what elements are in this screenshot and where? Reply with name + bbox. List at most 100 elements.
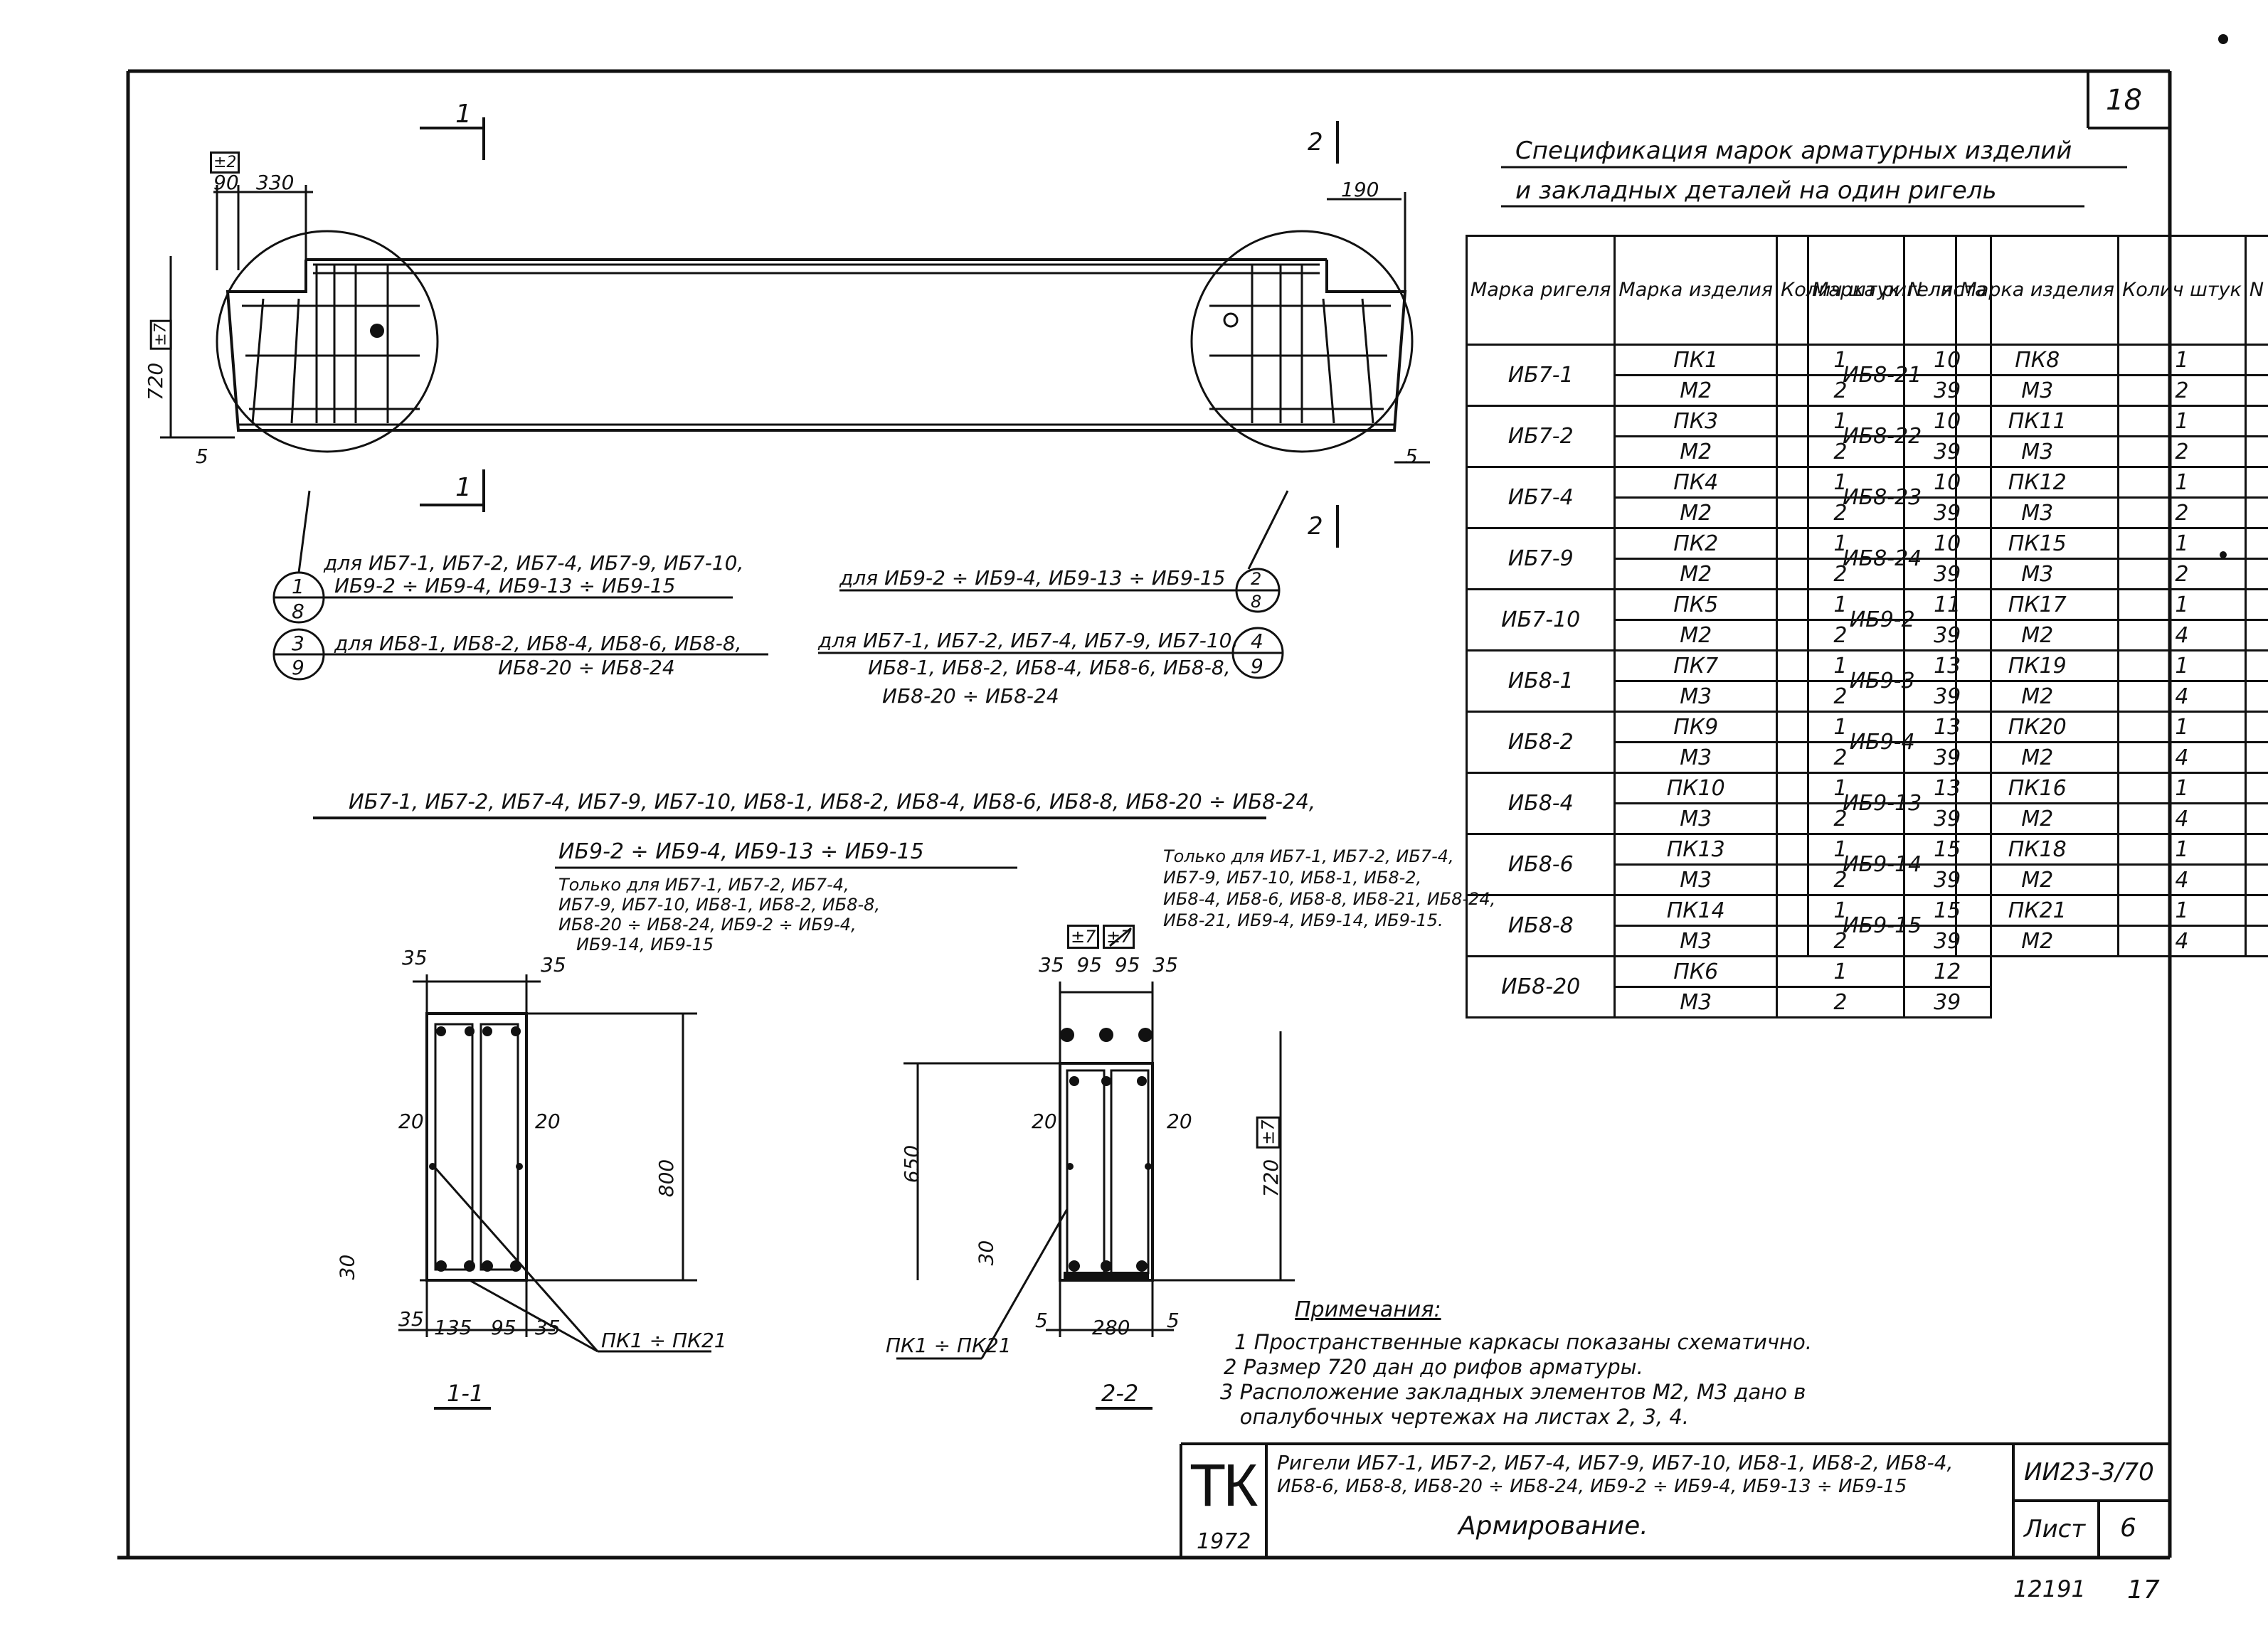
s1-note-line4: ИБ9-14, ИБ9-15 xyxy=(576,935,714,954)
item-qty-cell: 4 xyxy=(2117,741,2247,774)
callout-4-top: 4 xyxy=(1251,629,1263,653)
item-qty-cell: 2 xyxy=(1776,986,1905,1019)
item-qty-cell: 2 xyxy=(2117,496,2247,529)
item-mark-cell: М2 xyxy=(1613,558,1779,590)
dim-end-left: 5 xyxy=(196,445,208,468)
s1-note-line1: Только для ИБ7-1, ИБ7-2, ИБ7-4, xyxy=(558,875,849,895)
item-sheet-cell: 39 xyxy=(1902,986,1992,1019)
item-mark-cell: М2 xyxy=(1955,802,2120,835)
s2-dim-5a: 5 xyxy=(1035,1309,1048,1332)
title-block-logo: ТК xyxy=(1189,1452,1258,1519)
item-sheet-cell: 18 xyxy=(2244,894,2268,927)
callout-3-text2: ИБ8-20 ÷ ИБ8-24 xyxy=(498,656,675,679)
title-block-desc-3: Армирование. xyxy=(1458,1511,1648,1541)
item-sheet-cell: 15 xyxy=(2244,527,2268,560)
item-sheet-cell: 39 xyxy=(2244,496,2268,529)
spec-table-right-wrap: Марка ригеля Марка изделия Колич штук N … xyxy=(1806,235,2268,957)
callout-1-top: 1 xyxy=(292,575,304,598)
item-mark-cell: ПК17 xyxy=(1955,588,2120,621)
s2-dim-20a: 20 xyxy=(1032,1110,1057,1133)
dim-box-2: ±2 xyxy=(210,151,240,174)
rigel-mark-cell: ИБ8-20 xyxy=(1465,955,1616,1019)
s2-dim-280: 280 xyxy=(1092,1316,1130,1339)
item-mark-cell: М3 xyxy=(1613,986,1779,1019)
s2-note-line4: ИБ8-21, ИБ9-4, ИБ9-14, ИБ9-15. xyxy=(1163,910,1443,930)
item-sheet-cell: 14 xyxy=(2244,405,2268,437)
rigel-mark-cell: ИБ7-2 xyxy=(1465,405,1616,468)
s2-section-label: 2-2 xyxy=(1101,1380,1139,1407)
title-block-desc-1: Ригели ИБ7-1, ИБ7-2, ИБ7-4, ИБ7-9, ИБ7-1… xyxy=(1277,1451,1954,1474)
rigel-mark-cell: ИБ9-3 xyxy=(1806,649,1958,713)
item-qty-cell: 4 xyxy=(2117,925,2247,957)
item-sheet-cell: 17 xyxy=(2244,833,2268,866)
callout-3-bottom: 9 xyxy=(292,656,304,679)
rigel-mark-cell: ИБ8-2 xyxy=(1465,711,1616,774)
rigel-mark-cell: ИБ9-4 xyxy=(1806,711,1958,774)
s1-leader-label: ПК1 ÷ ПК21 xyxy=(601,1329,727,1352)
spec-row: ИБ8-23ПК12115 xyxy=(1806,466,2268,529)
s2-dim-20b: 20 xyxy=(1167,1110,1192,1133)
item-mark-cell: ПК20 xyxy=(1955,711,2120,743)
item-mark-cell: М3 xyxy=(1955,435,2120,468)
spec-row: ИБ9-15ПК21118 xyxy=(1806,894,2268,957)
s2-box-3: ±7 xyxy=(1256,1116,1281,1149)
callout-2-bottom: 8 xyxy=(1251,592,1262,612)
rigel-mark-cell: ИБ8-8 xyxy=(1465,894,1616,957)
s2-box-1: ±7 xyxy=(1067,925,1100,949)
dim-top-left-b: 330 xyxy=(256,171,295,194)
spec-row: ИБ9-4ПК20117 xyxy=(1806,711,2268,774)
item-mark-cell: ПК16 xyxy=(1955,772,2120,804)
rigel-mark-cell: ИБ8-22 xyxy=(1806,405,1958,468)
s2-dim-5b: 5 xyxy=(1167,1309,1180,1332)
rigel-mark-cell: ИБ7-1 xyxy=(1465,344,1616,407)
item-qty-cell: 2 xyxy=(2117,374,2247,407)
s2-note-line2: ИБ7-9, ИБ7-10, ИБ8-1, ИБ8-2, xyxy=(1163,868,1422,888)
item-qty-cell: 1 xyxy=(2117,466,2247,499)
item-mark-cell: М2 xyxy=(1613,435,1779,468)
col-header-item: Марка изделия xyxy=(1613,235,1779,346)
item-mark-cell: М3 xyxy=(1613,925,1779,957)
item-mark-cell: ПК15 xyxy=(1955,527,2120,560)
callout-3-top: 3 xyxy=(292,632,304,655)
s1-dim-135: 135 xyxy=(434,1316,472,1339)
item-mark-cell: ПК18 xyxy=(1955,833,2120,866)
item-qty-cell: 1 xyxy=(2117,833,2247,866)
s1-dim-800: 800 xyxy=(655,1159,679,1198)
item-mark-cell: ПК2 xyxy=(1613,527,1779,560)
item-sheet-cell: 39 xyxy=(2244,802,2268,835)
rigel-mark-cell: ИБ9-15 xyxy=(1806,894,1958,957)
rigel-mark-cell: ИБ8-6 xyxy=(1465,833,1616,896)
item-qty-cell: 1 xyxy=(2117,405,2247,437)
item-sheet-cell: 39 xyxy=(2244,619,2268,652)
note-3: 3 Расположение закладных элементов М2, М… xyxy=(1220,1380,1806,1404)
item-sheet-cell: 17 xyxy=(2244,588,2268,621)
item-qty-cell: 1 xyxy=(2117,772,2247,804)
group-title-1: ИБ7-1, ИБ7-2, ИБ7-4, ИБ7-9, ИБ7-10, ИБ8-… xyxy=(349,789,1316,814)
item-qty-cell: 4 xyxy=(2117,802,2247,835)
callout-4-text3: ИБ8-20 ÷ ИБ8-24 xyxy=(882,684,1059,708)
item-mark-cell: М2 xyxy=(1955,741,2120,774)
s2-leader-label: ПК1 ÷ ПК21 xyxy=(886,1334,1012,1357)
item-qty-cell: 2 xyxy=(2117,558,2247,590)
spec-row: ИБ9-2ПК17117 xyxy=(1806,588,2268,652)
item-mark-cell: ПК10 xyxy=(1613,772,1779,804)
s2-dim-30: 30 xyxy=(974,1240,998,1266)
spec-row: М2439 xyxy=(1808,741,2268,774)
callout-1-bottom: 8 xyxy=(292,600,304,623)
item-qty-cell: 4 xyxy=(2117,680,2247,713)
item-sheet-cell: 16 xyxy=(2244,772,2268,804)
item-mark-cell: М2 xyxy=(1613,374,1779,407)
s1-section-label: 1-1 xyxy=(447,1380,484,1407)
item-mark-cell: ПК6 xyxy=(1613,955,1779,988)
item-mark-cell: ПК8 xyxy=(1955,344,2120,376)
s1-dim-35c: 35 xyxy=(398,1307,424,1331)
item-mark-cell: М3 xyxy=(1955,374,2120,407)
item-sheet-cell: 17 xyxy=(2244,649,2268,682)
s1-dim-30: 30 xyxy=(335,1254,359,1280)
item-qty-cell: 1 xyxy=(2117,588,2247,621)
spec-row: ИБ8-21ПК8113 xyxy=(1806,344,2268,407)
